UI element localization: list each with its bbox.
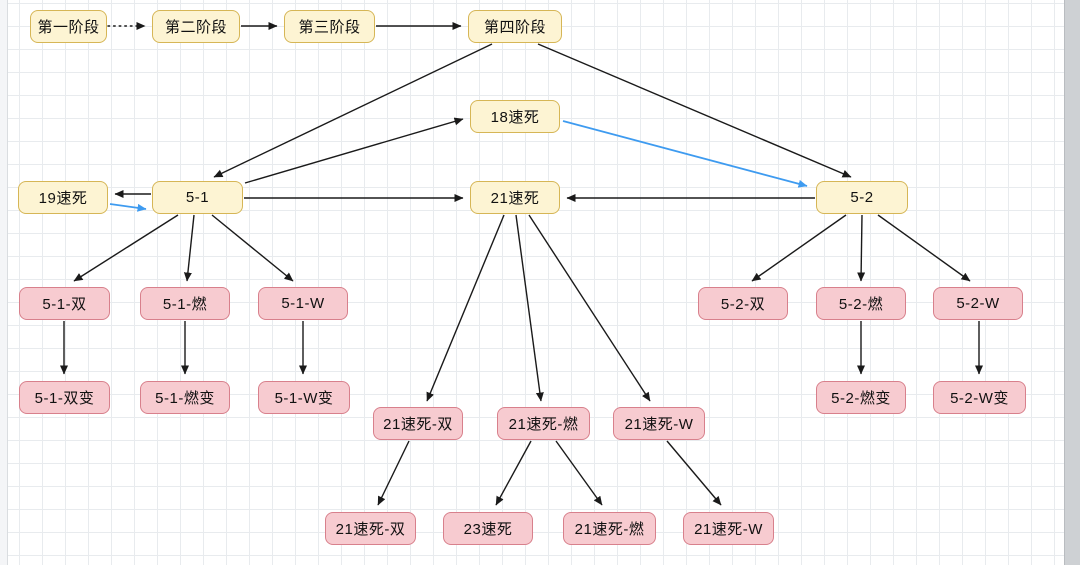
edge-5-1-w: [211, 214, 294, 282]
node-21speed-ran[interactable]: 21速死-燃: [497, 407, 590, 440]
edge-5-1-ran: [183, 214, 195, 282]
edge-5-1-18speed: [244, 117, 464, 184]
edge-m21ran-b21ran: [555, 440, 603, 506]
node-5-1[interactable]: 5-1: [152, 181, 243, 214]
edge-18speed-5-2-blue: [562, 120, 808, 188]
node-21speed-shuang-final[interactable]: 21速死-双: [325, 512, 416, 545]
edge-m21w-b21w: [666, 440, 722, 506]
left-page-edge: [0, 0, 8, 565]
node-stage-2[interactable]: 第二阶段: [152, 10, 240, 43]
edge-5-2-ran: [857, 214, 866, 282]
edge-5-2-shuang: [751, 214, 847, 282]
node-21-speedkill[interactable]: 21速死: [470, 181, 560, 214]
edge-5-2-w: [877, 214, 971, 282]
edge-21speed-m-w: [528, 214, 651, 402]
edge-m21shuang-b21shuang: [377, 440, 410, 506]
edge-19speed-5-1-blue: [109, 203, 147, 212]
node-21speed-w-final[interactable]: 21速死-W: [683, 512, 774, 545]
node-5-1-shuang[interactable]: 5-1-双: [19, 287, 110, 320]
edge-5-1-shuang: [73, 214, 179, 282]
node-stage-1[interactable]: 第一阶段: [30, 10, 107, 43]
edge-21speed-m-shuang: [426, 214, 505, 402]
node-23-speedkill[interactable]: 23速死: [443, 512, 533, 545]
node-stage-4[interactable]: 第四阶段: [468, 10, 562, 43]
node-21speed-shuang[interactable]: 21速死-双: [373, 407, 463, 440]
node-5-2-w[interactable]: 5-2-W: [933, 287, 1023, 320]
node-5-1-ran-bian[interactable]: 5-1-燃变: [140, 381, 230, 414]
node-5-1-w[interactable]: 5-1-W: [258, 287, 348, 320]
node-5-2-ran-bian[interactable]: 5-2-燃变: [816, 381, 906, 414]
edge-stage4-5-1: [213, 43, 493, 178]
node-5-2[interactable]: 5-2: [816, 181, 908, 214]
right-page-edge: [1064, 0, 1080, 565]
node-18-speedkill[interactable]: 18速死: [470, 100, 560, 133]
edge-stage4-5-2: [537, 43, 852, 178]
node-5-1-w-bian[interactable]: 5-1-W变: [258, 381, 350, 414]
edge-21speed-m-ran: [515, 214, 544, 402]
node-5-2-ran[interactable]: 5-2-燃: [816, 287, 906, 320]
node-5-2-w-bian[interactable]: 5-2-W变: [933, 381, 1026, 414]
node-21speed-w[interactable]: 21速死-W: [613, 407, 705, 440]
node-5-2-shuang[interactable]: 5-2-双: [698, 287, 788, 320]
node-21speed-ran-final[interactable]: 21速死-燃: [563, 512, 656, 545]
node-stage-3[interactable]: 第三阶段: [284, 10, 375, 43]
node-5-1-ran[interactable]: 5-1-燃: [140, 287, 230, 320]
edge-m21ran-b23: [495, 440, 532, 506]
node-19-speedkill[interactable]: 19速死: [18, 181, 108, 214]
node-5-1-shuang-bian[interactable]: 5-1-双变: [19, 381, 110, 414]
